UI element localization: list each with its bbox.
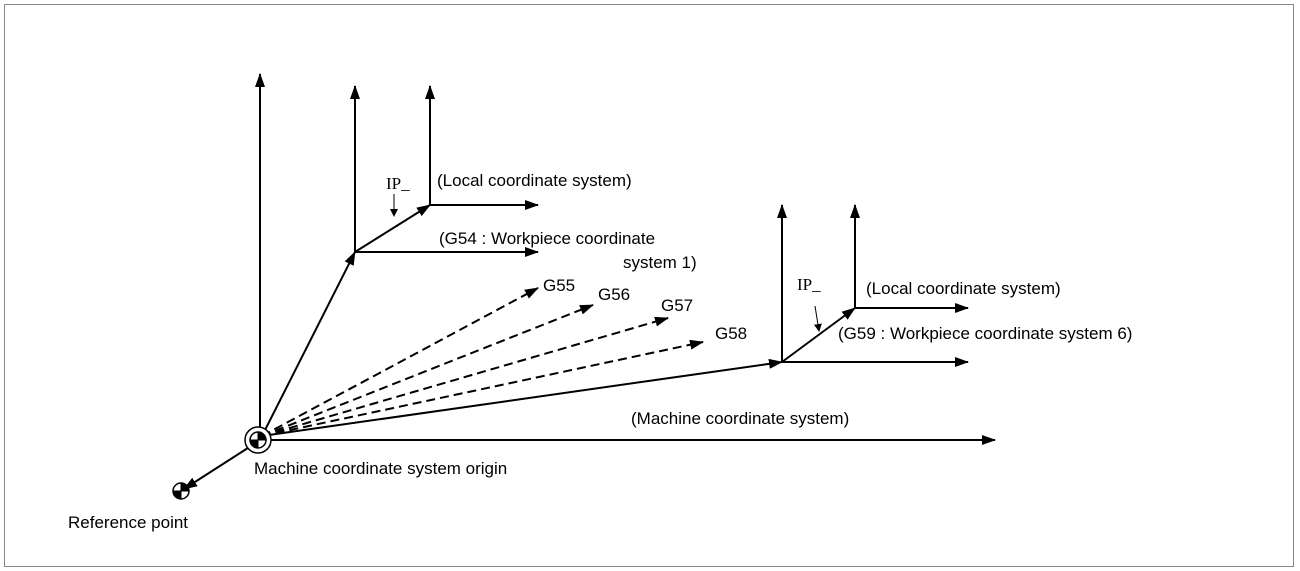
g54-label-line2: system 1) bbox=[623, 253, 697, 272]
ip-pointer-arrow-2 bbox=[813, 305, 822, 332]
machine-origin-label: Machine coordinate system origin bbox=[254, 459, 507, 478]
machine-coordinate-system-label: (Machine coordinate system) bbox=[631, 409, 849, 428]
local-2-offset-vector bbox=[781, 307, 856, 363]
local-1-offset-vector bbox=[354, 204, 431, 253]
ip-label-2: IP_ bbox=[797, 275, 821, 294]
g56-label: G56 bbox=[598, 285, 630, 304]
ip-label-1: IP_ bbox=[386, 174, 410, 193]
g54-offset-vector bbox=[261, 251, 356, 437]
g59-offset-vector bbox=[261, 358, 783, 437]
g56-offset-vector bbox=[261, 304, 594, 437]
figure-frame bbox=[4, 4, 1294, 567]
reference-point-symbol bbox=[172, 482, 190, 500]
g54-label-line1: (G54 : Workpiece coordinate bbox=[439, 229, 655, 248]
reference-point-vector bbox=[183, 445, 252, 490]
g57-label: G57 bbox=[661, 296, 693, 315]
g59-label: (G59 : Workpiece coordinate system 6) bbox=[838, 324, 1132, 343]
g58-offset-vector bbox=[261, 339, 704, 437]
reference-point-label: Reference point bbox=[68, 513, 188, 532]
g57-offset-vector bbox=[261, 316, 669, 437]
machine-origin-symbol bbox=[244, 426, 272, 454]
g55-offset-vector bbox=[261, 287, 539, 437]
local-coordinate-system-label-2: (Local coordinate system) bbox=[866, 279, 1061, 298]
g55-label: G55 bbox=[543, 276, 575, 295]
g58-label: G58 bbox=[715, 324, 747, 343]
local-coordinate-system-label-1: (Local coordinate system) bbox=[437, 171, 632, 190]
